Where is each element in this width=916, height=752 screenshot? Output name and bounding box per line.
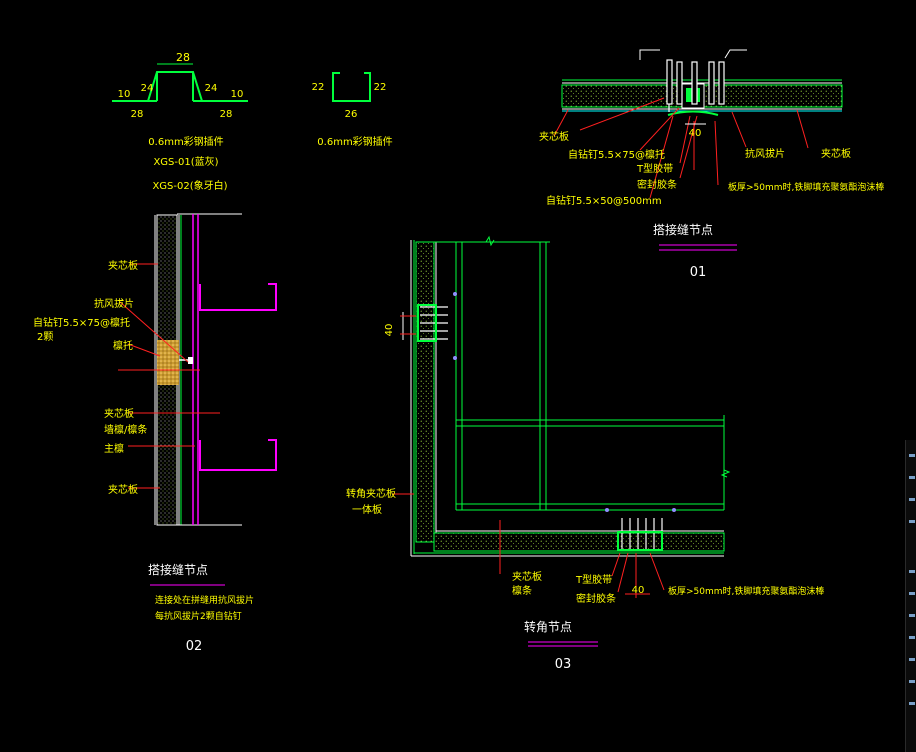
palette-item[interactable]: [909, 454, 915, 457]
profile-1-code-1: XGS-01(蓝灰): [153, 155, 218, 168]
d01-label-t-seal: T型胶带: [636, 162, 673, 175]
d02-label-panel-bottom: 夹芯板: [108, 483, 138, 496]
d03-label-dim-40b: 40: [632, 585, 645, 596]
d01-label-screw-2: 自钻钉5.5×50@500mm: [546, 194, 662, 207]
d01-label-sealant: 密封胶条: [637, 178, 677, 191]
corner-panel-vertical: [415, 241, 435, 543]
profile-1-dim-top: 28: [176, 51, 190, 64]
palette-item[interactable]: [909, 592, 915, 595]
d02-label-purlin-2: 墙檩/檩条: [104, 423, 147, 436]
d01-label-40: 40: [689, 128, 702, 139]
profile-1-dim-10-right: 10: [231, 89, 244, 100]
palette-item[interactable]: [909, 476, 915, 479]
d02-label-screw-2: 2颗: [37, 331, 53, 343]
d02-label-screw: 自钻钉5.5×75@檩托: [33, 316, 130, 329]
hat-profile-line: [112, 71, 248, 102]
profile-1-dim-24-left: 24: [141, 83, 154, 94]
detail-02-drawing: [118, 213, 277, 526]
d03-label-foam: 板厚>50mm时,铁脚填充聚氨酯泡沫棒: [668, 585, 824, 597]
d02-label-panel-mid: 夹芯板: [104, 407, 134, 420]
d01-title: 搭接缝节点: [653, 222, 713, 237]
profile-1-caption: 0.6mm彩钢插件: [148, 135, 223, 148]
detail-03-drawing: [392, 235, 731, 598]
profile-2-caption: 0.6mm彩钢插件: [317, 135, 392, 148]
palette-item[interactable]: [909, 658, 915, 661]
d02-label-purlin: 檩托: [113, 339, 133, 352]
profile-1-code-2: XGS-02(象牙白): [152, 179, 227, 192]
palette-item[interactable]: [909, 614, 915, 617]
d02-note-1: 连接处在拼缝用抗风拔片: [155, 594, 254, 606]
d01-label-right-panel: 夹芯板: [821, 147, 851, 160]
palette-item[interactable]: [909, 498, 915, 501]
d02-title: 搭接缝节点: [148, 562, 208, 577]
profile-1-dim-10-left: 10: [118, 89, 131, 100]
profile-1-dim-28-right: 28: [220, 109, 233, 120]
corner-panel-horizontal: [433, 532, 725, 552]
profile-2-dim-26: 26: [345, 109, 358, 120]
d01-label-screw-1: 自钻钉5.5×75@檩托: [568, 148, 665, 161]
d03-label-dim-40: 40: [384, 324, 395, 337]
palette-item[interactable]: [909, 702, 915, 705]
d03-label-panel-2: 檩条: [512, 584, 532, 597]
d01-label-left-panel: 夹芯板: [539, 130, 569, 143]
d02-label-panel-top: 夹芯板: [108, 259, 138, 272]
palette-item[interactable]: [909, 680, 915, 683]
purlin-foam: [157, 340, 179, 385]
d03-label-t-seal: T型胶带: [575, 573, 612, 586]
detail-01-drawing: [553, 49, 843, 199]
channel-profile-line: [332, 72, 371, 102]
d01-label-foam: 板厚>50mm时,铁脚填充聚氨酯泡沫棒: [728, 181, 884, 193]
palette-item[interactable]: [909, 570, 915, 573]
profile-2-dim-22-left: 22: [312, 82, 325, 93]
d01-label-wind: 抗风拔片: [745, 147, 785, 160]
d03-number: 03: [555, 657, 572, 672]
d01-number: 01: [690, 265, 707, 280]
side-tool-palette[interactable]: [905, 440, 916, 752]
palette-item[interactable]: [909, 520, 915, 523]
d03-title: 转角节点: [524, 619, 572, 634]
d03-label-corner-2: 一体板: [352, 503, 382, 516]
d02-note-2: 每抗风拔片2颗自钻钉: [155, 610, 242, 622]
profile-2-drawing: [332, 72, 371, 102]
d02-label-wind: 抗风拔片: [94, 297, 134, 310]
d03-label-sealant: 密封胶条: [576, 592, 616, 605]
profile-2-dim-22-right: 22: [374, 82, 387, 93]
profile-1-drawing: [112, 63, 248, 102]
d02-number: 02: [186, 639, 203, 654]
palette-item[interactable]: [909, 636, 915, 639]
profile-1-dim-24-right: 24: [205, 83, 218, 94]
d03-label-corner: 转角夹芯板: [346, 487, 396, 500]
d02-label-main: 主檩: [104, 442, 124, 455]
profile-1-dim-28-left: 28: [131, 109, 144, 120]
d03-label-panel: 夹芯板: [512, 570, 542, 583]
